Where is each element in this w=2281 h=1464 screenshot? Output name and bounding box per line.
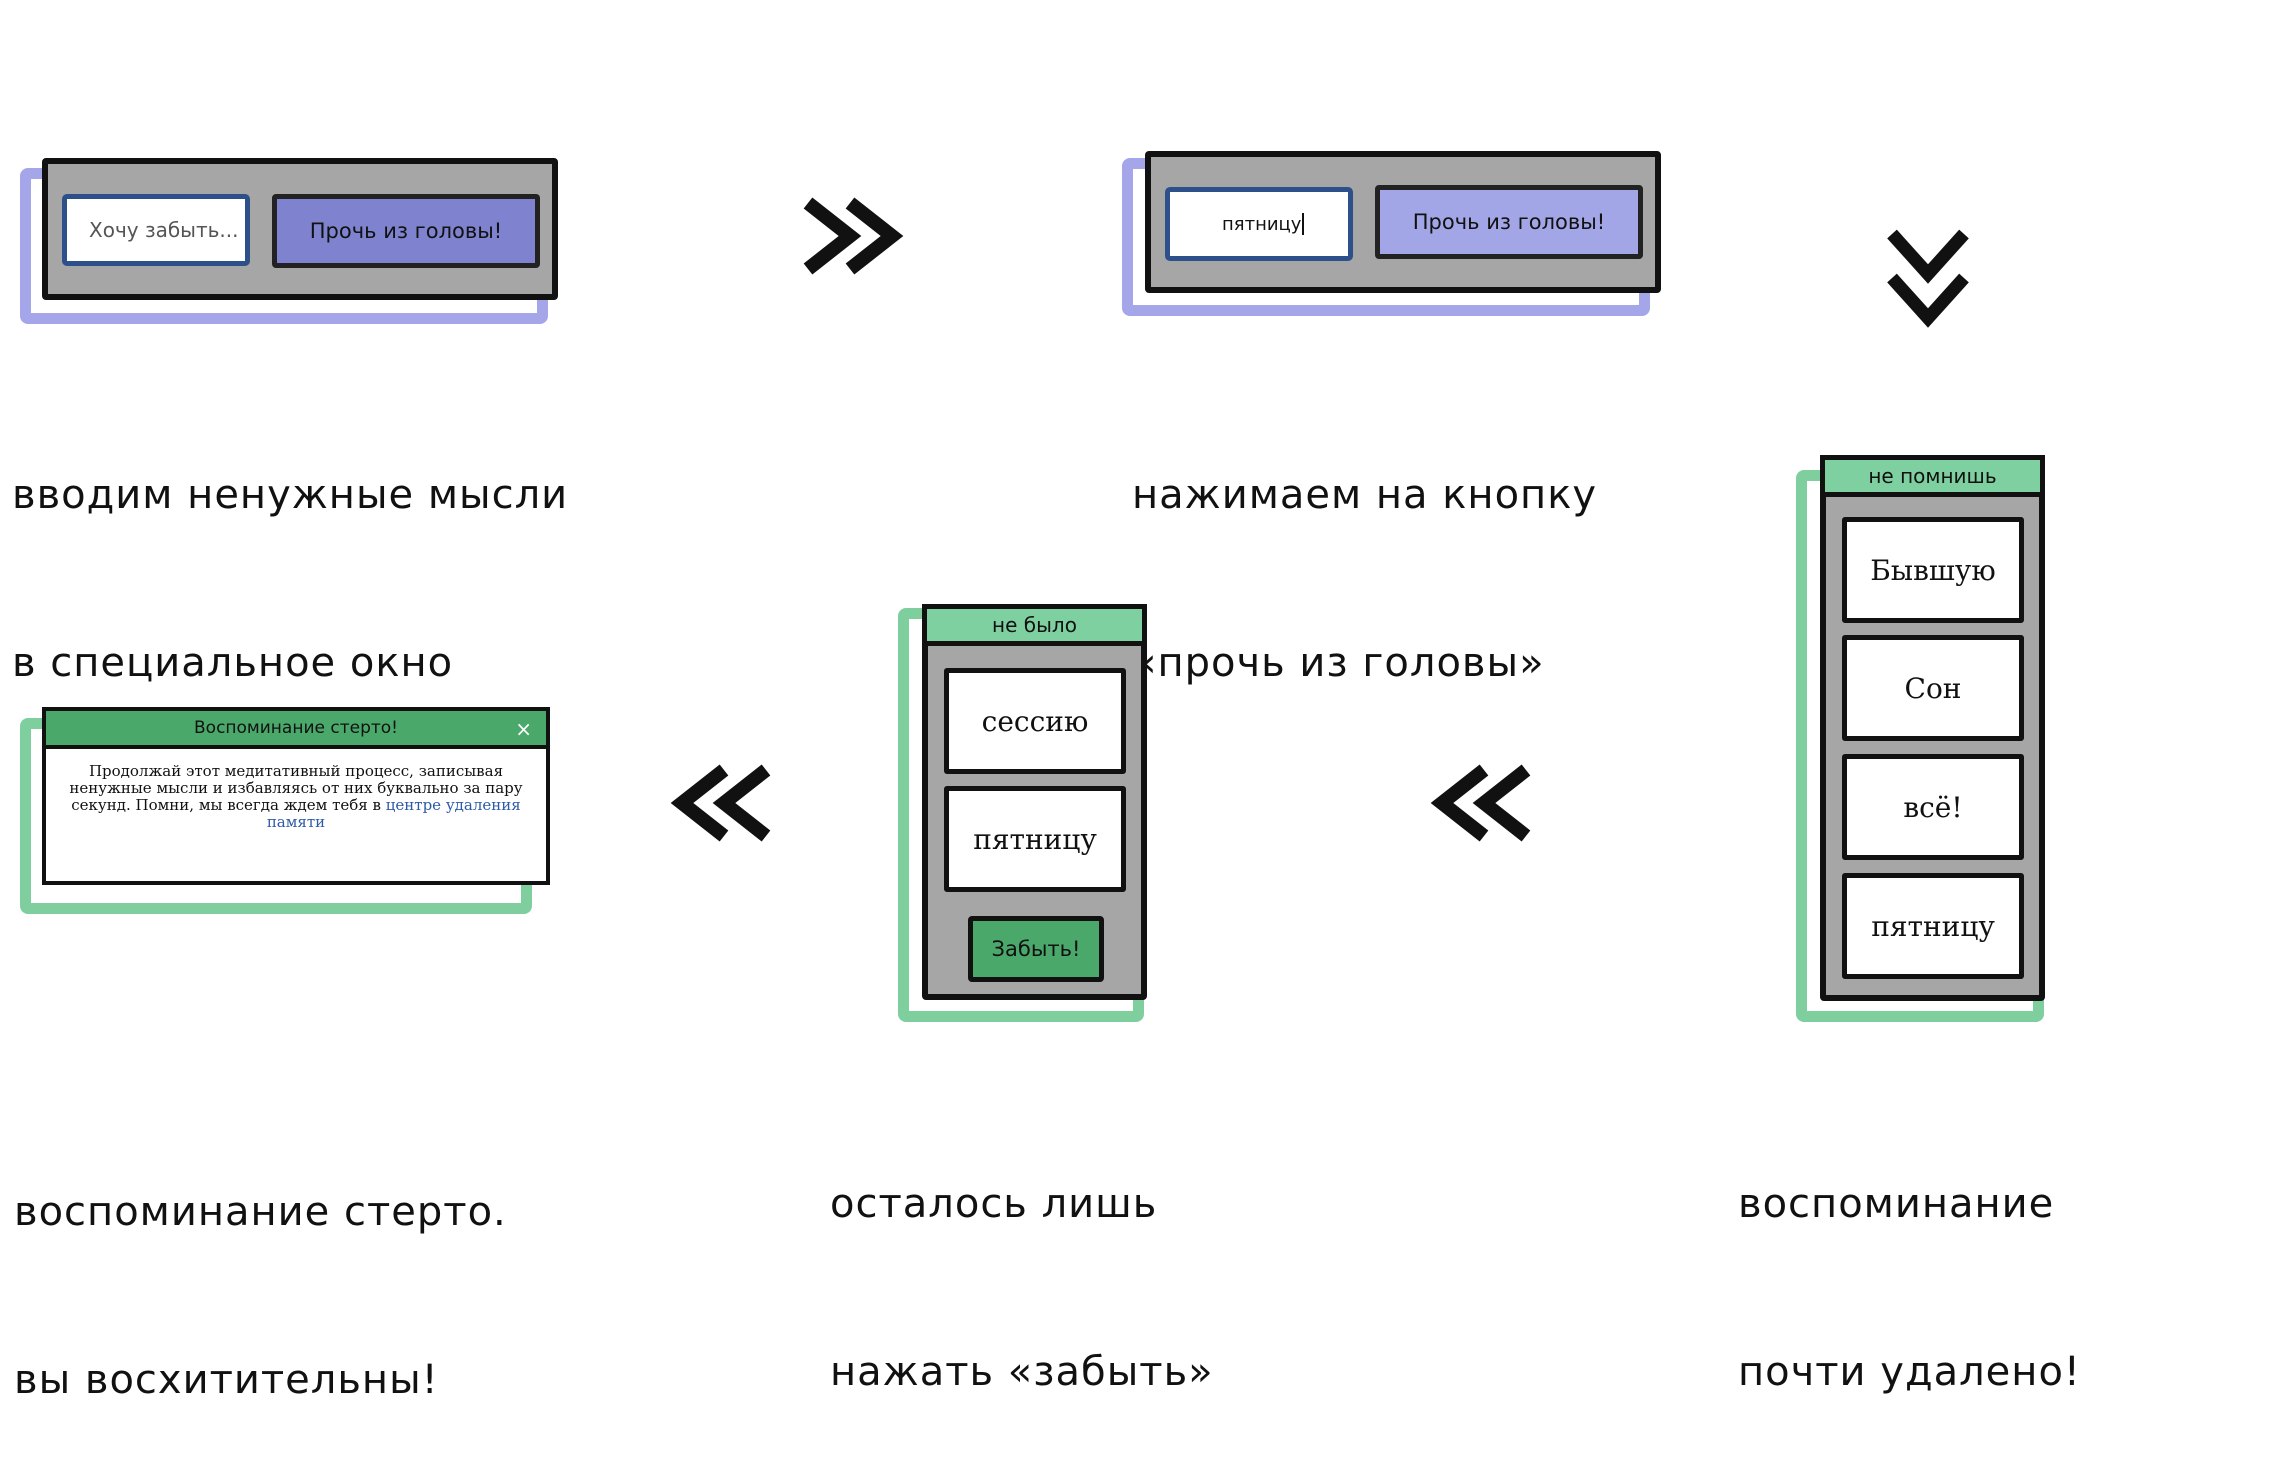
- step4-header-label: не было: [992, 613, 1077, 637]
- step1-window: Хочу забыть... Прочь из головы!: [42, 158, 558, 300]
- double-chevron-left-icon: [1428, 762, 1534, 844]
- forget-button-label: Забыть!: [991, 937, 1081, 961]
- step1-caption: вводим ненужные мысли в специальное окно: [12, 355, 568, 747]
- memory-card-label: сессию: [981, 704, 1089, 738]
- memory-card-label: пятницу: [973, 822, 1097, 856]
- forget-button[interactable]: Забыть!: [968, 916, 1104, 982]
- step5-caption-line1: воспоминание стерто.: [14, 1189, 507, 1235]
- step3-caption-line1: воспоминание: [1738, 1181, 2055, 1227]
- dialog-title-bar: Воспоминание стерто! ×: [46, 711, 546, 749]
- thought-input-value: пятницу: [1222, 213, 1302, 235]
- close-icon[interactable]: ×: [515, 717, 532, 741]
- memory-center-link-cont[interactable]: памяти: [266, 813, 326, 831]
- memory-erased-dialog: Воспоминание стерто! × Продолжай этот ме…: [42, 707, 550, 885]
- dialog-message-line3: секунд. Помни, мы всегда ждем тебя в цен…: [46, 797, 546, 814]
- step2-caption: нажимаем на кнопку «прочь из головы»: [1132, 355, 1597, 747]
- step3-caption-line2: почти удалено!: [1738, 1349, 2081, 1395]
- double-chevron-left-icon: [668, 762, 774, 844]
- memory-center-link[interactable]: центре удаления: [385, 796, 521, 814]
- step1-caption-line2: в специальное окно: [12, 640, 454, 686]
- memory-card[interactable]: Сон: [1842, 635, 2024, 741]
- step5-caption: воспоминание стерто. вы восхитительны!: [14, 1072, 507, 1464]
- memory-card-label: пятницу: [1871, 909, 1995, 943]
- thought-input-filled[interactable]: пятницу: [1165, 187, 1353, 261]
- memory-card[interactable]: пятницу: [944, 786, 1126, 892]
- step5-caption-line2: вы восхитительны!: [14, 1357, 439, 1403]
- get-out-of-head-button-hover-label: Прочь из головы!: [1412, 210, 1606, 234]
- step4-caption-line1: осталось лишь: [830, 1181, 1158, 1227]
- step4-caption: осталось лишь нажать «забыть»: [830, 1064, 1214, 1456]
- memory-card[interactable]: всё!: [1842, 754, 2024, 860]
- thought-input-placeholder: Хочу забыть...: [89, 218, 239, 242]
- step1-caption-line1: вводим ненужные мысли: [12, 472, 569, 518]
- dialog-message: Продолжай этот медитативный процесс, зап…: [46, 763, 546, 831]
- memory-card[interactable]: Бывшую: [1842, 517, 2024, 623]
- memory-card-label: всё!: [1903, 790, 1963, 824]
- step3-caption: воспоминание почти удалено!: [1738, 1064, 2081, 1456]
- step2-caption-line2: «прочь из головы»: [1132, 640, 1545, 686]
- get-out-of-head-button[interactable]: Прочь из головы!: [272, 194, 540, 268]
- double-chevron-right-icon: [800, 195, 906, 277]
- get-out-of-head-button-hover[interactable]: Прочь из головы!: [1375, 185, 1643, 259]
- thought-input[interactable]: Хочу забыть...: [62, 194, 250, 266]
- memory-card[interactable]: пятницу: [1842, 873, 2024, 979]
- dialog-message-line1: Продолжай этот медитативный процесс, зап…: [88, 762, 504, 780]
- step3-header: не помнишь: [1820, 455, 2045, 497]
- memory-card[interactable]: сессию: [944, 668, 1126, 774]
- text-cursor: [1302, 213, 1305, 235]
- dialog-title: Воспоминание стерто!: [194, 718, 398, 738]
- step3-panel: не помнишь Бывшую Сон всё! пятницу: [1820, 455, 2045, 1001]
- step2-caption-line1: нажимаем на кнопку: [1132, 472, 1598, 518]
- step4-caption-line2: нажать «забыть»: [830, 1349, 1214, 1395]
- step2-window: пятницу Прочь из головы!: [1145, 151, 1661, 293]
- step4-header: не было: [922, 604, 1147, 646]
- dialog-message-line3-text: секунд. Помни, мы всегда ждем тебя в: [71, 796, 381, 814]
- step3-header-label: не помнишь: [1868, 464, 1997, 488]
- get-out-of-head-button-label: Прочь из головы!: [309, 219, 503, 243]
- memory-card-label: Сон: [1904, 671, 1962, 705]
- dialog-message-line2: ненужные мысли и избавляясь от них буква…: [69, 779, 523, 797]
- double-chevron-down-icon: [1886, 228, 1970, 330]
- step4-panel: не было сессию пятницу Забыть!: [922, 604, 1147, 1000]
- memory-card-label: Бывшую: [1870, 553, 1996, 587]
